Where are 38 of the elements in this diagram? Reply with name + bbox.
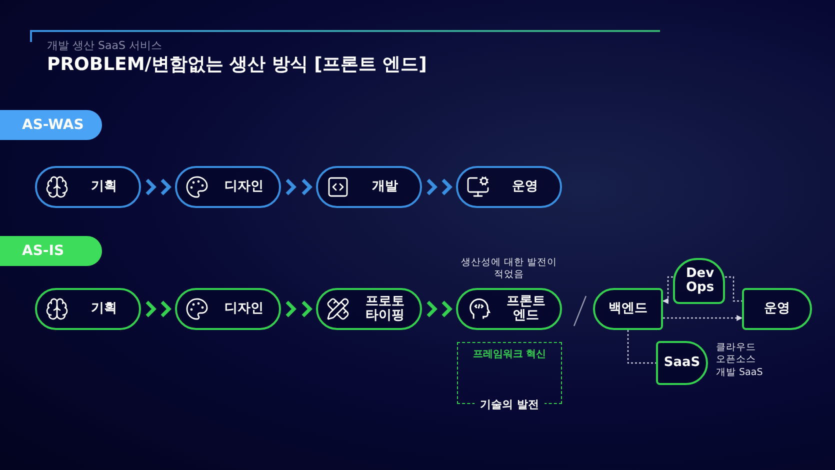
step-label: 프론트 엔드 [506,294,546,324]
slide-title: PROBLEM/변함없는 생산 방식 [프론트 엔드] [47,53,427,76]
puzzle-piece [656,341,708,385]
side-note: 생산성에 대한 발전이 적었음 [460,257,558,282]
step-label: 개발 [371,180,399,194]
process-pill [316,166,422,208]
process-pill [456,288,562,330]
dotted-connector [663,315,743,321]
piece-label: SaaS [662,356,702,370]
puzzle-piece [673,258,725,304]
step-label: 프로토 타이핑 [364,294,406,324]
side-note: 클라우드 [716,342,757,354]
section-tab: AS-IS [0,236,102,266]
dotted-connector [725,276,742,302]
process-pill [35,288,141,330]
frame-heading: 프레임워크 혁신 [472,348,548,361]
step-label: 디자인 [224,302,264,316]
dotted-connector [627,330,656,364]
step-label: 운영 [511,180,539,194]
step-label: 기획 [90,180,118,194]
side-note: 오픈소스 [716,354,757,367]
process-pill [175,166,281,208]
section-tab: AS-WAS [0,110,102,140]
step-label: 기획 [90,302,118,316]
process-pill [316,288,422,330]
dotted-connector [662,276,673,304]
process-pill [35,166,141,208]
piece-label: Dev Ops [686,266,712,296]
frame-caption: 기술의 발전 [474,397,545,412]
side-note: 개발 SaaS [716,366,764,380]
puzzle-piece [593,288,663,330]
piece-label: 백엔드 [608,302,648,316]
process-pill [175,288,281,330]
process-pill [456,166,562,208]
step-label: 디자인 [224,180,264,194]
subtitle: 개발 생산 SaaS 서비스 [47,38,162,53]
puzzle-piece [742,288,812,330]
piece-label: 운영 [763,302,791,316]
